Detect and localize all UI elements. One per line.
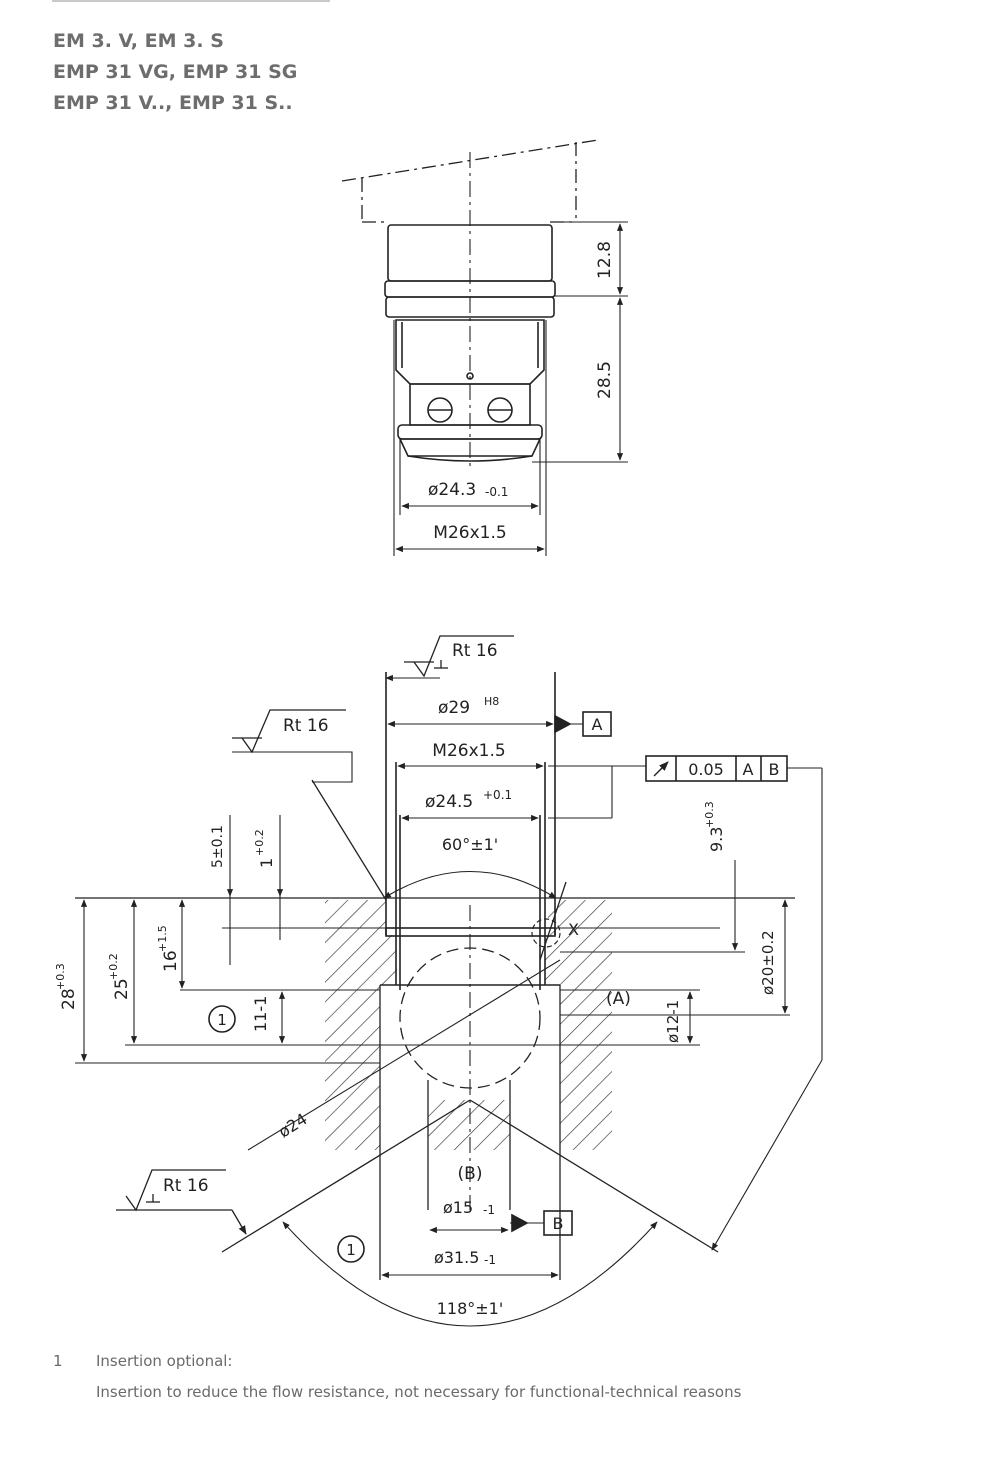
dim-11-label: 11-1	[251, 996, 270, 1032]
dim-body-dia-tol: -0.1	[485, 485, 508, 499]
dim-12-label: ø12-1	[664, 1000, 682, 1043]
dim-20-label: ø20±0.2	[759, 930, 777, 995]
dim-28-label: 28	[59, 988, 79, 1010]
roughness-symbol-left	[232, 709, 353, 783]
dim-25-tol: +0.2	[107, 953, 120, 980]
runout-ref-a-label: A	[743, 760, 754, 779]
note-marker-2-label: 1	[346, 1241, 356, 1259]
dim-angle-bottom-label: 118°±1'	[437, 1299, 504, 1318]
footnote-title: Insertion optional:	[96, 1352, 233, 1370]
housing-hatch-right	[545, 900, 612, 1150]
cartridge-view	[341, 139, 628, 556]
dim-1-tol: +0.2	[253, 829, 266, 856]
cartridge-dimension-labels: 12.8 28.5 ø24.3 -0.1 M26x1.5	[428, 241, 615, 543]
dim-thread-cavity-label: M26x1.5	[432, 741, 505, 761]
dim-16-tol: +1.5	[156, 925, 169, 952]
model-line-3: EMP 31 V.., EMP 31 S..	[53, 92, 293, 114]
runout-frame	[645, 755, 788, 782]
dim-24-label: ø24	[275, 1109, 311, 1141]
model-list: EM 3. V, EM 3. S EMP 31 VG, EMP 31 SG EM…	[53, 26, 297, 119]
detail-x-label: X	[568, 920, 579, 939]
housing-hatch-left	[325, 900, 397, 1150]
dim-bore-inner-label: ø24.5	[425, 792, 473, 812]
datum-a-box	[582, 711, 612, 737]
note-marker-1-circle	[208, 1005, 236, 1033]
dim-25-label: 25	[112, 978, 132, 1000]
dim-thread-label: M26x1.5	[433, 523, 506, 543]
housing-hatch-center	[428, 1100, 510, 1150]
dim-28-tol: +0.3	[54, 963, 67, 990]
port-b-label: (B)	[458, 1164, 483, 1184]
datum-b-label: B	[553, 1214, 564, 1233]
dim-5-label: 5±0.1	[210, 825, 226, 868]
dim-16-label: 16	[161, 950, 181, 972]
dim-15-label: ø15	[443, 1198, 473, 1217]
port-a-label: (A)	[606, 989, 631, 1009]
dim-31-5-tol: -1	[484, 1253, 496, 1267]
note-marker-2-circle	[337, 1235, 365, 1263]
dim-angle-top-label: 60°±1'	[442, 835, 498, 854]
footnote-body: Insertion to reduce the flow resistance,…	[96, 1383, 742, 1401]
top-rule	[52, 0, 330, 2]
footnote-number: 1	[53, 1352, 63, 1370]
dim-bore-inner-tol: +0.1	[483, 788, 512, 802]
dim-9-3-tol: +0.3	[703, 801, 716, 828]
model-line-2: EMP 31 VG, EMP 31 SG	[53, 61, 298, 83]
dim-9-3-label: 9.3	[707, 827, 726, 852]
roughness-symbol-top	[404, 635, 514, 678]
cavity-dimension-labels: Rt 16 Rt 16 Rt 16 ø29 H8 A M26x1.5 ø24.5…	[54, 641, 779, 1318]
dim-15-tol: -1	[483, 1203, 495, 1217]
roughness-left-label: Rt 16	[283, 716, 329, 736]
detail-x-circle	[531, 918, 561, 948]
cavity-section	[75, 635, 823, 1327]
runout-value-label: 0.05	[688, 760, 724, 779]
dim-bore-fit: H8	[484, 695, 499, 708]
datum-b-box	[543, 1210, 573, 1236]
model-line-1: EM 3. V, EM 3. S	[53, 30, 224, 52]
dim-28-5-label: 28.5	[595, 361, 615, 399]
roughness-bottom-label: Rt 16	[163, 1176, 209, 1196]
dim-12-8-label: 12.8	[595, 241, 615, 279]
note-marker-1-label: 1	[217, 1011, 227, 1029]
datum-a-label: A	[592, 715, 603, 734]
dim-body-dia-label: ø24.3	[428, 480, 476, 500]
roughness-top-label: Rt 16	[452, 641, 498, 661]
dim-1-label: 1	[257, 858, 276, 868]
runout-ref-b-label: B	[769, 760, 780, 779]
dim-bore-label: ø29	[438, 698, 470, 718]
dim-31-5-label: ø31.5	[434, 1248, 479, 1267]
roughness-symbol-bottom	[116, 1169, 247, 1235]
